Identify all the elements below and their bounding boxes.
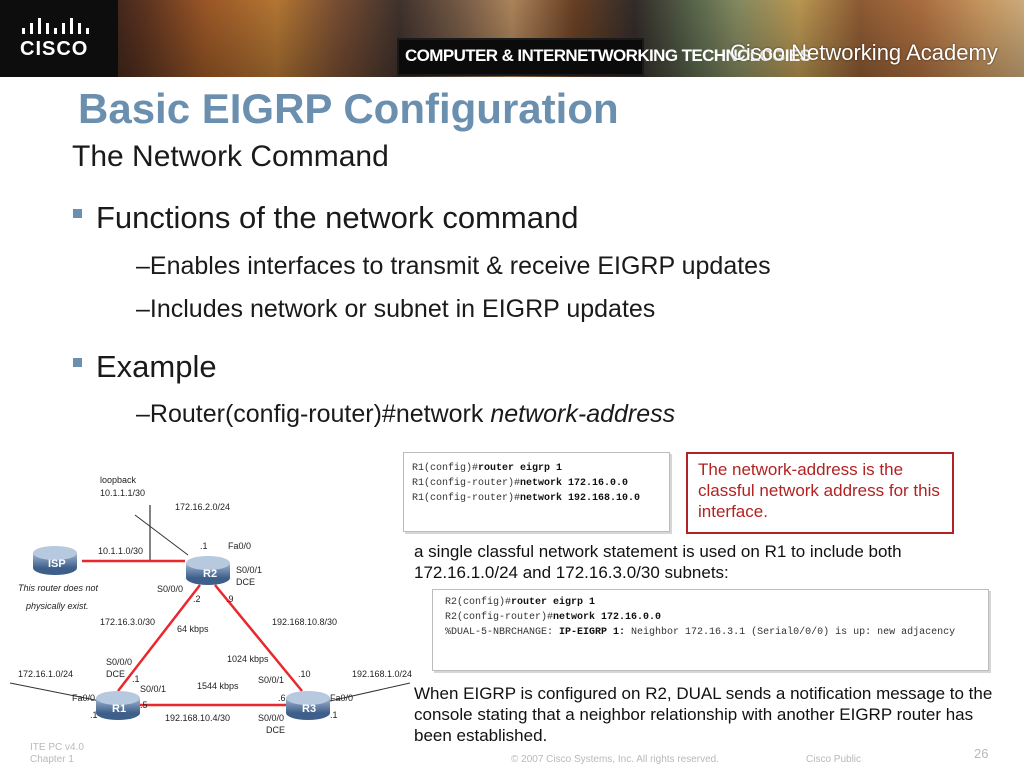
r2-r3-subnet: 192.168.10.8/30	[272, 617, 337, 627]
note-classful: a single classful network statement is u…	[414, 542, 902, 582]
code-line: R1(config-router)#network 192.168.10.0	[412, 493, 641, 504]
r3-s000-dot: .6	[278, 693, 286, 703]
code-line: R2(config-router)#network 172.16.0.0	[445, 612, 662, 623]
r2-r3-serial-link	[214, 584, 303, 692]
academy-wordmark: Cisco Networking Academy	[730, 40, 998, 65]
note-dual: When EIGRP is configured on R2, DUAL sen…	[414, 684, 993, 745]
cisco-bars-icon	[22, 18, 89, 34]
r1-s000-interface: S0/0/0	[106, 657, 132, 667]
page-number: 26	[974, 746, 989, 761]
program-logo: COMPUTER & INTERNETWORKING TECHNOLOGIES	[397, 38, 811, 76]
r1-label: R1	[112, 703, 126, 715]
r1-dce-label: DCE	[106, 669, 125, 679]
r1-s001-dot: .5	[140, 700, 148, 710]
callout-box: The network-address is the classful netw…	[686, 452, 954, 534]
isp-note-line2: physically exist.	[25, 601, 89, 611]
r2-dce-label: DCE	[236, 577, 255, 587]
r1-fa-interface: Fa0/0	[72, 693, 95, 703]
slide-subtitle: The Network Command	[72, 140, 389, 173]
bullet-functions: Functions of the network command	[73, 200, 578, 236]
callout-text: The network-address is the classful netw…	[698, 460, 940, 521]
code-line: R2(config)#router eigrp 1	[445, 597, 596, 608]
code-line: R1(config)#router eigrp 1	[412, 463, 563, 474]
syntax-prefix: –Router(config-router)#network	[136, 400, 491, 428]
bullet-functions-text: Functions of the network command	[96, 200, 579, 235]
r2-s001-interface: S0/0/1	[236, 565, 262, 575]
sub-bullet-transmit: –Enables interfaces to transmit & receiv…	[136, 252, 771, 280]
r1-r3-bandwidth: 1544 kbps	[197, 681, 239, 691]
r2-label: R2	[203, 568, 217, 580]
r1-router-icon[interactable]: R1	[96, 691, 140, 720]
r1-r2-bandwidth: 64 kbps	[177, 624, 209, 634]
r3-s001-interface: S0/0/1	[258, 675, 284, 685]
r1-r2-serial-link	[117, 584, 201, 692]
r1-fa-dot: .1	[90, 710, 98, 720]
r1-s000-dot: .1	[132, 674, 140, 684]
r3-lan-link	[329, 682, 411, 702]
isp-note-line1: This router does not	[18, 583, 99, 593]
r3-router-icon[interactable]: R3	[286, 691, 330, 720]
r3-s001-dot: .10	[298, 669, 311, 679]
loopback-pointer	[134, 514, 189, 556]
loopback-address: 10.1.1.1/30	[100, 488, 145, 498]
loopback-label: loopback	[100, 475, 137, 485]
r1-s001-interface: S0/0/1	[140, 684, 166, 694]
bullet-square-icon	[73, 209, 82, 219]
code-box-r1: R1(config)#router eigrp 1 R1(config-rout…	[403, 452, 670, 532]
isp-router-icon[interactable]: ISP	[33, 546, 77, 575]
footer-version: ITE PC v4.0	[30, 742, 84, 753]
r1-r2-subnet: 172.16.3.0/30	[100, 617, 155, 627]
r2-r3-bandwidth: 1024 kbps	[227, 654, 269, 664]
r3-fa-interface: Fa0/0	[330, 693, 353, 703]
r2-fa-interface: Fa0/0	[228, 541, 251, 551]
r2-s001-dot: .9	[226, 594, 234, 604]
sub-bullet-includes: –Includes network or subnet in EIGRP upd…	[136, 295, 656, 323]
r2-router-icon[interactable]: R2	[186, 556, 230, 585]
r3-fa-dot: .1	[330, 710, 338, 720]
r2-s000-dot: .2	[193, 594, 201, 604]
r1-lan-link	[9, 682, 101, 702]
cisco-wordmark: CISCO	[20, 38, 89, 60]
footer-copyright: © 2007 Cisco Systems, Inc. All rights re…	[511, 754, 720, 765]
cisco-logo: CISCO	[0, 0, 118, 77]
program-logo-text: COMPUTER & INTERNETWORKING TECHNOLOGIES	[405, 46, 811, 65]
r3-label: R3	[302, 703, 316, 715]
syntax-argument: network-address	[490, 400, 676, 428]
r3-s000-interface: S0/0/0	[258, 713, 284, 723]
code-line: R1(config-router)#network 172.16.0.0	[412, 478, 629, 489]
code-line: %DUAL-5-NBRCHANGE: IP-EIGRP 1: Neighbor …	[445, 627, 956, 638]
r1-lan-subnet: 172.16.1.0/24	[18, 669, 73, 679]
r1-r3-subnet: 192.168.10.4/30	[165, 713, 230, 723]
isp-link-subnet: 10.1.1.0/30	[98, 546, 143, 556]
r2-s000-interface: S0/0/0	[157, 584, 183, 594]
sub-bullet-syntax: –Router(config-router)#network network-a…	[136, 400, 675, 429]
footer-chapter: Chapter 1	[30, 754, 74, 765]
bullet-square-icon	[73, 358, 82, 368]
footer-classification: Cisco Public	[806, 754, 862, 765]
slide-title: Basic EIGRP Configuration	[78, 85, 619, 132]
network-topology-diagram: ISP R2 R1 R3 loopback 10.1.1.1/30 172.16…	[9, 475, 412, 735]
bullet-example-text: Example	[96, 349, 217, 384]
r2-lan-subnet: 172.16.2.0/24	[175, 502, 230, 512]
isp-label: ISP	[48, 558, 66, 570]
header-banner: CISCO COMPUTER & INTERNETWORKING TECHNOL…	[0, 0, 1024, 77]
r2-fa-dot: .1	[200, 541, 208, 551]
bullet-example: Example	[73, 349, 217, 385]
r3-dce-label: DCE	[266, 725, 285, 735]
code-box-r2: R2(config)#router eigrp 1 R2(config-rout…	[432, 589, 989, 671]
r3-lan-subnet: 192.168.1.0/24	[352, 669, 412, 679]
